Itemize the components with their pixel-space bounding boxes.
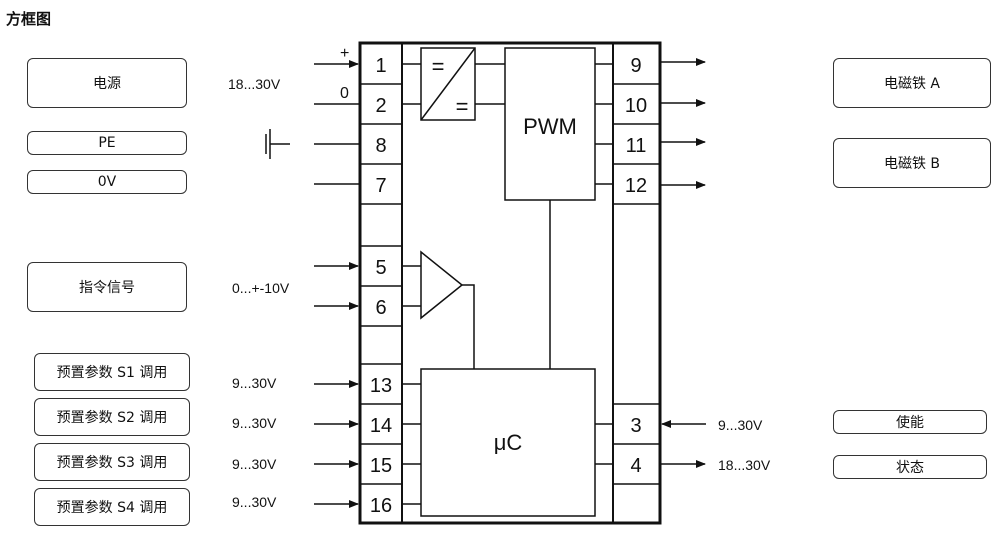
terminal-14: 14 <box>370 415 392 437</box>
converter-bottom-symbol: = <box>456 94 469 119</box>
s2-range-label: 9...30V <box>232 415 277 431</box>
terminal-10: 10 <box>625 95 647 117</box>
terminal-1: 1 <box>375 55 386 77</box>
preset-s2-box: 预置参数 S2 调用 <box>34 398 190 436</box>
command-range-label: 0...+-10V <box>232 280 290 296</box>
converter-top-symbol: = <box>432 54 445 79</box>
terminal-8: 8 <box>375 135 386 157</box>
terminal-4: 4 <box>630 455 641 477</box>
microcontroller-block <box>420 368 596 517</box>
preset-s4-label: 预置参数 S4 调用 <box>56 500 168 516</box>
command-signal-label: 指令信号 <box>79 280 135 296</box>
pwm-block <box>504 47 596 201</box>
command-signal-box: 指令信号 <box>27 262 187 312</box>
terminal-15: 15 <box>370 455 392 477</box>
terminal-13: 13 <box>370 375 392 397</box>
status-box: 状态 <box>833 455 987 479</box>
amplifier-icon <box>420 250 464 320</box>
terminal-11: 11 <box>626 135 647 157</box>
terminal-5: 5 <box>375 257 386 279</box>
preset-s1-label: 预置参数 S1 调用 <box>56 365 168 381</box>
left-terminal-cells <box>360 83 402 485</box>
terminal-2: 2 <box>375 95 386 117</box>
plus-sign: + <box>340 45 349 62</box>
magnet-b-label: 电磁铁 B <box>883 156 941 172</box>
amp-uc-link <box>462 284 475 369</box>
zero-sign: 0 <box>340 85 349 102</box>
terminal-3: 3 <box>630 415 641 437</box>
pe-label: PE <box>98 135 116 151</box>
enable-label: 使能 <box>896 415 924 431</box>
s3-range-label: 9...30V <box>232 456 277 472</box>
magnet-b-box: 电磁铁 B <box>833 138 991 188</box>
page-title: 方框图 <box>6 10 52 28</box>
preset-s3-label: 预置参数 S3 调用 <box>56 455 168 471</box>
preset-s4-box: 预置参数 S4 调用 <box>34 488 190 526</box>
status-label: 状态 <box>896 460 924 476</box>
preset-s3-box: 预置参数 S3 调用 <box>34 443 190 481</box>
power-box: 电源 <box>27 58 187 108</box>
preset-s1-box: 预置参数 S1 调用 <box>34 353 190 391</box>
converter-diagonal <box>420 47 476 121</box>
terminal-12: 12 <box>625 175 647 197</box>
terminal-7: 7 <box>375 175 386 197</box>
magnet-a-label: 电磁铁 A <box>883 76 941 92</box>
pwm-label: PWM <box>523 114 577 139</box>
status-range-label: 18...30V <box>718 457 771 473</box>
preset-s2-label: 预置参数 S2 调用 <box>56 410 168 426</box>
pe-box: PE <box>27 131 187 155</box>
magnet-a-box: 电磁铁 A <box>833 58 991 108</box>
s1-range-label: 9...30V <box>232 375 277 391</box>
microcontroller-label: μC <box>494 430 523 455</box>
terminal-6: 6 <box>375 297 386 319</box>
ground-icon <box>265 129 290 159</box>
enable-range-label: 9...30V <box>718 417 763 433</box>
enable-box: 使能 <box>833 410 987 434</box>
right-terminal-cells <box>613 83 660 485</box>
power-label: 电源 <box>93 76 121 92</box>
zero-v-label: 0V <box>97 174 117 190</box>
terminal-16: 16 <box>370 495 392 517</box>
terminal-9: 9 <box>630 55 641 77</box>
power-range-label: 18...30V <box>228 76 281 92</box>
zero-v-box: 0V <box>27 170 187 194</box>
s4-range-label: 9...30V <box>232 494 277 510</box>
